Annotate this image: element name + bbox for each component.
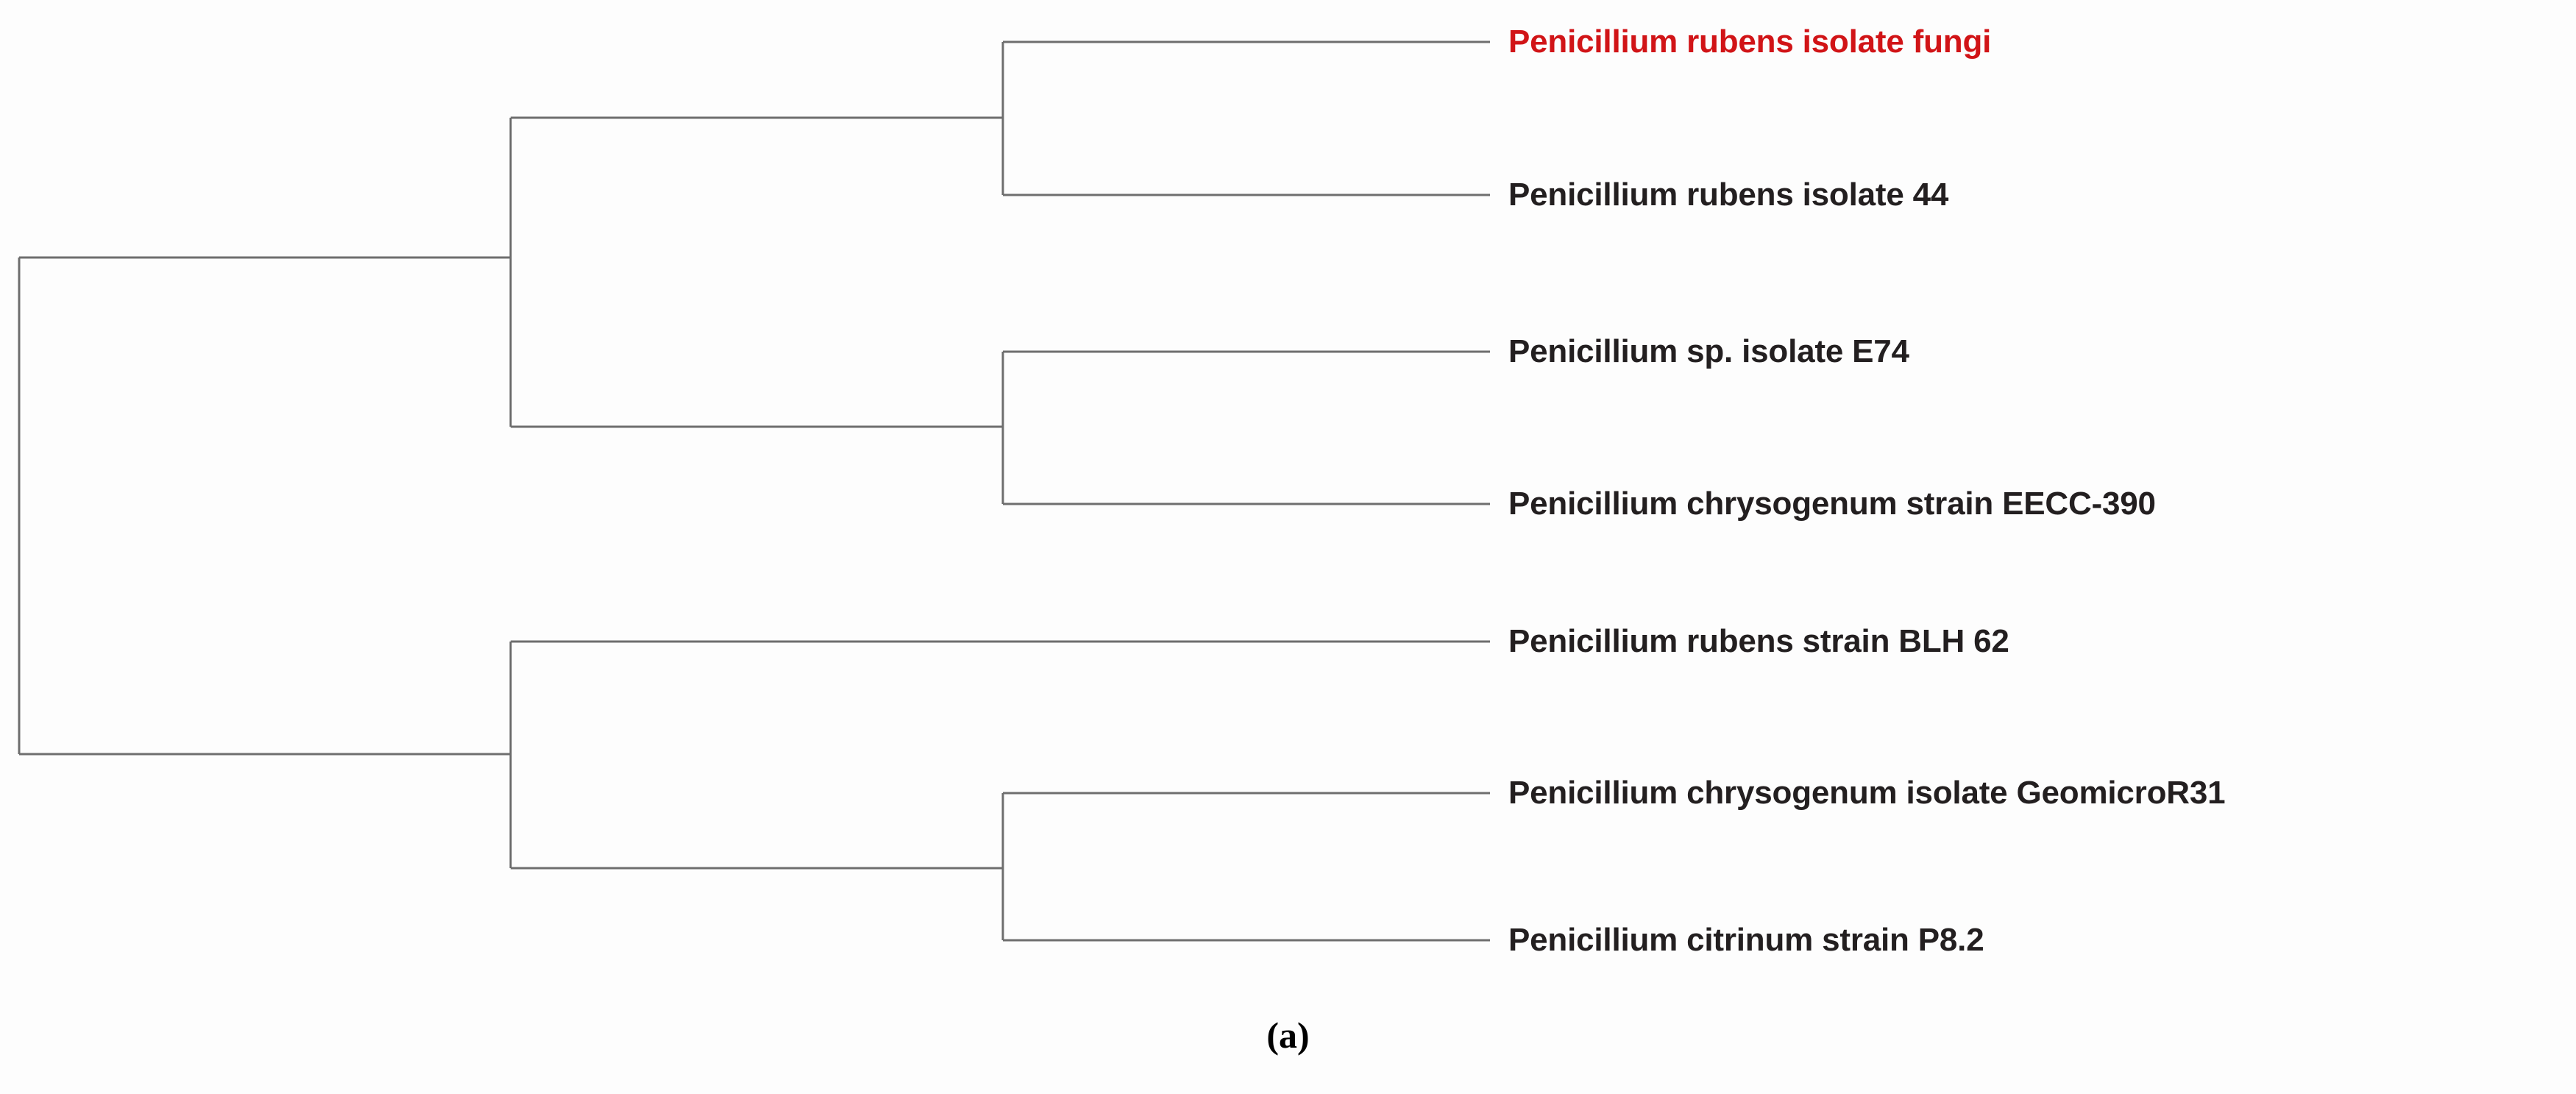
panel-caption: (a) — [1266, 1015, 1310, 1056]
taxon-label-leaf-6: Penicillium chrysogenum isolate Geomicro… — [1508, 775, 2226, 811]
taxon-label-leaf-3: Penicillium sp. isolate E74 — [1508, 333, 1909, 369]
taxon-label-leaf-7: Penicillium citrinum strain P8.2 — [1508, 922, 1984, 958]
taxon-label-leaf-5: Penicillium rubens strain BLH 62 — [1508, 623, 2009, 659]
taxon-label-leaf-4: Penicillium chrysogenum strain EECC-390 — [1508, 486, 2156, 522]
taxon-label-leaf-1: Penicillium rubens isolate fungi — [1508, 24, 1992, 60]
taxon-label-leaf-2: Penicillium rubens isolate 44 — [1508, 177, 1949, 213]
